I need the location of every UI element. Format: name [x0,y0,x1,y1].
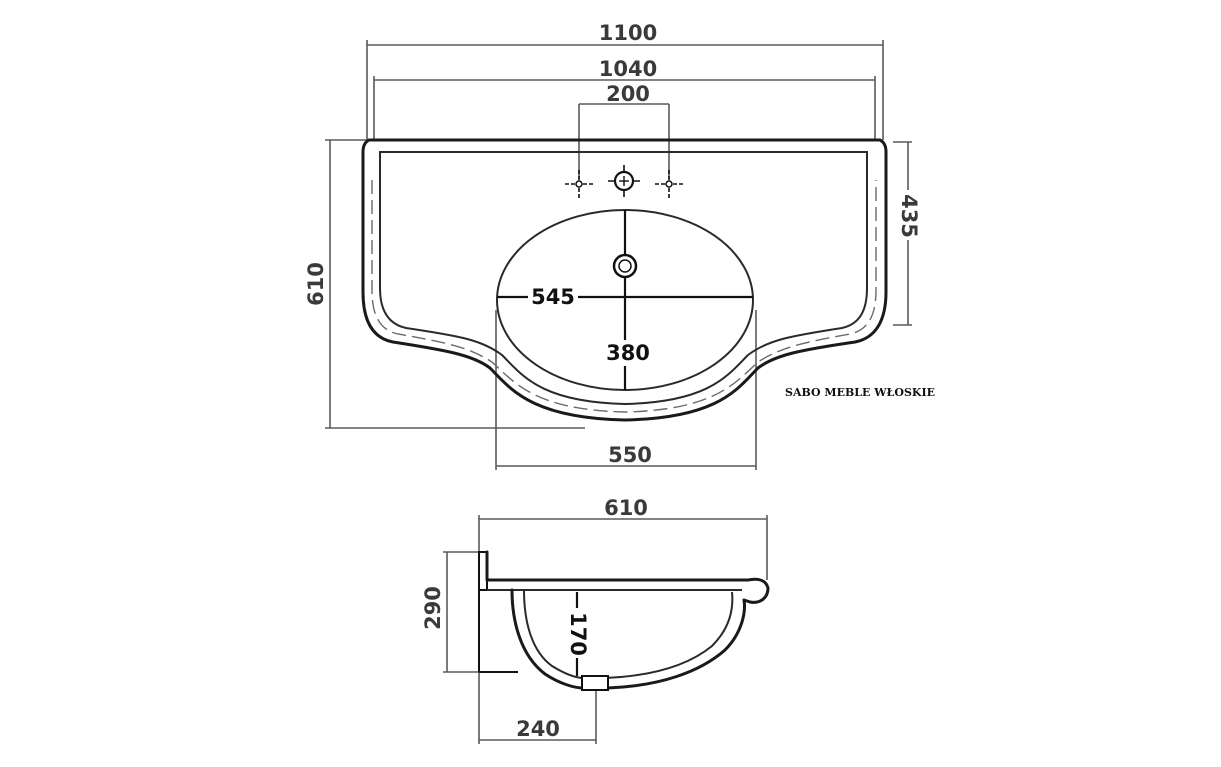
tap-hole-center-icon [608,165,640,197]
label-610-top: 610 [304,262,328,306]
side-view: 610 290 240 170 [421,496,770,744]
dim-290: 290 [421,551,484,673]
side-bowl-outer [510,588,746,690]
side-deck [485,550,770,604]
dim-610-side: 610 [478,496,768,580]
label-545: 545 [531,285,575,309]
label-550: 550 [608,443,652,467]
label-1100: 1100 [599,21,657,45]
label-610-side: 610 [604,496,648,520]
sink-outline [361,138,888,422]
dim-170: 170 [566,592,590,676]
dim-435: 435 [893,141,921,326]
dim-240: 240 [478,672,597,744]
label-200: 200 [606,82,650,106]
dim-1040: 1040 [373,57,876,140]
label-240: 240 [516,717,560,741]
top-view: 1100 1040 200 610 435 [304,21,935,470]
dim-610-vertical: 610 [304,139,585,429]
label-435: 435 [897,194,921,238]
dim-550: 550 [495,310,757,470]
dim-200: 200 [578,82,670,178]
sink-dashed-line [371,180,877,413]
drain-icon [612,253,638,279]
label-170: 170 [566,612,590,656]
side-drain [581,675,609,691]
label-1040: 1040 [599,57,657,81]
label-290: 290 [421,586,445,630]
tap-hole-right-icon [655,170,683,198]
label-380: 380 [606,341,650,365]
tap-hole-left-icon [565,170,593,198]
dim-1100: 1100 [366,21,884,140]
brand-label: SABO MEBLE WŁOSKIE [785,386,935,399]
sink-inner-rim [379,151,868,406]
